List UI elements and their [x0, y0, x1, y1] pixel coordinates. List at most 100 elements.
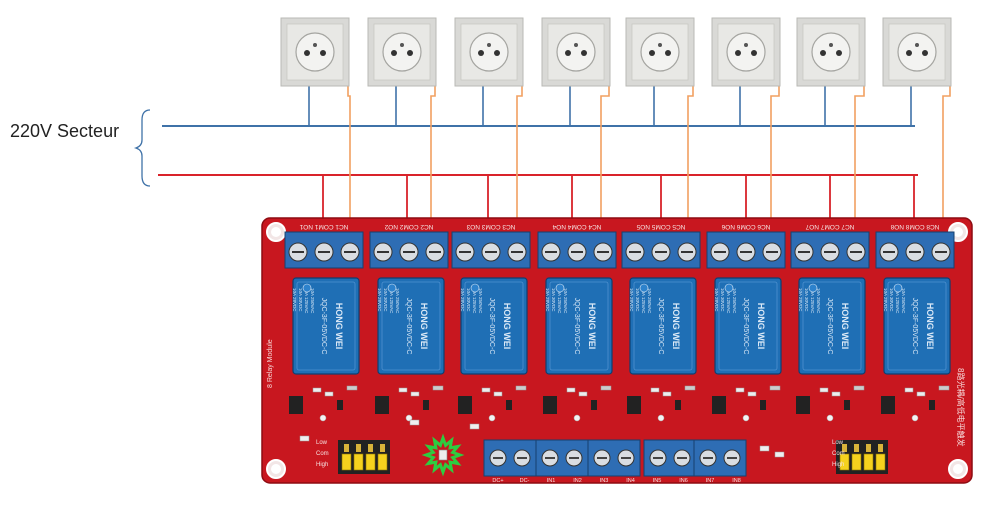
resistor	[398, 387, 408, 393]
jumper-label: Com	[316, 451, 329, 457]
relay-rating: 10A 30VDC	[383, 288, 388, 312]
socket-earth-pin	[915, 43, 919, 47]
terminal-label: NC2 COM2 NO2	[384, 223, 433, 230]
terminal-label: NC6 COM6 NO6	[721, 223, 770, 230]
switched-wire	[516, 86, 523, 240]
transistor	[844, 400, 850, 410]
led	[911, 414, 919, 422]
relay-model: JQC-3F-05VDC-C	[320, 298, 327, 355]
jumper-cap	[839, 453, 850, 471]
relay-bevel	[549, 281, 609, 371]
resistor	[735, 387, 745, 393]
relay-brand: HONG WEI	[840, 303, 850, 350]
socket-earth-pin	[313, 43, 317, 47]
driver-components	[375, 385, 444, 422]
input-label: IN3	[600, 478, 609, 484]
socket-recess	[382, 32, 422, 72]
resistor	[578, 391, 588, 397]
header-pin	[356, 444, 361, 452]
transistor	[675, 400, 681, 410]
jumper-cap	[851, 453, 862, 471]
relay-rating: 10A 28VDC	[377, 288, 382, 312]
output-terminal-block: NC1 COM1 NO1	[284, 223, 364, 269]
driver-components	[627, 385, 696, 422]
resistor	[324, 391, 334, 397]
relay-body	[883, 277, 951, 375]
relay-bevel	[633, 281, 693, 371]
input-label: IN4	[626, 478, 635, 484]
resistor	[662, 391, 672, 397]
jumper-label: Low	[832, 440, 844, 446]
resistor	[747, 391, 757, 397]
led	[657, 414, 665, 422]
relay-rating: 10A 28VDC	[629, 288, 634, 312]
relay-rating: 10A 250VAC	[310, 288, 315, 314]
led	[488, 414, 496, 422]
resistor	[650, 387, 660, 393]
smd-part	[774, 451, 785, 458]
module-label: 8 Relay Module	[267, 339, 274, 388]
output-terminal-block: NC5 COM5 NO5	[621, 223, 701, 269]
input-terminal-block	[643, 439, 697, 477]
socket-pin-hole	[407, 50, 413, 56]
driver-components	[458, 385, 527, 422]
relay-rating: 10A 250VAC	[395, 288, 400, 314]
socket-5	[625, 17, 695, 87]
resistor	[493, 391, 503, 397]
jumper-cap	[365, 453, 376, 471]
input-label: IN2	[573, 478, 582, 484]
socket-recess	[726, 32, 766, 72]
relay-bevel	[802, 281, 862, 371]
input-terminal-block	[587, 439, 641, 477]
input-label: DC-	[520, 478, 530, 484]
relay-rating: 10A 250VAC	[478, 288, 483, 314]
input-terminal-block	[483, 439, 537, 477]
jumper-cap	[341, 453, 352, 471]
relay-body	[798, 277, 866, 375]
switched-wire	[600, 86, 610, 240]
smd-part	[759, 445, 770, 452]
smd-part	[409, 419, 420, 426]
transistor	[337, 400, 343, 410]
relay-rating: 10A 30VDC	[298, 288, 303, 312]
input-label: DC+	[492, 478, 503, 484]
socket-earth-pin	[829, 43, 833, 47]
relay-rating: 10A 125VAC	[389, 288, 394, 314]
optocoupler	[796, 396, 810, 414]
relay-rating: 10A 125VAC	[810, 288, 815, 314]
relay-rating: 10A 125VAC	[641, 288, 646, 314]
relay-rating: 10A 30VDC	[889, 288, 894, 312]
transistor	[591, 400, 597, 410]
relay-bevel	[296, 281, 356, 371]
relay-logo-mark	[470, 283, 480, 293]
diode	[684, 385, 696, 391]
header-pin	[368, 444, 373, 452]
resistor	[904, 387, 914, 393]
jumper-label: High	[832, 462, 844, 468]
socket-3	[454, 17, 524, 87]
resistor	[916, 391, 926, 397]
optocoupler	[712, 396, 726, 414]
socket-recess	[295, 32, 335, 72]
header-pin	[878, 444, 883, 452]
relay-model: JQC-3F-05VDC-C	[573, 298, 580, 355]
relay-brand: HONG WEI	[587, 303, 597, 350]
input-label: IN7	[706, 478, 715, 484]
terminal-label: NC5 COM5 NO5	[636, 223, 685, 230]
diode	[346, 385, 358, 391]
diode	[769, 385, 781, 391]
header-pin	[842, 444, 847, 452]
switched-wire	[430, 86, 436, 240]
diode	[853, 385, 865, 391]
relay-brand: HONG WEI	[671, 303, 681, 350]
relay-model: JQC-3F-05VDC-C	[405, 298, 412, 355]
transistor	[506, 400, 512, 410]
